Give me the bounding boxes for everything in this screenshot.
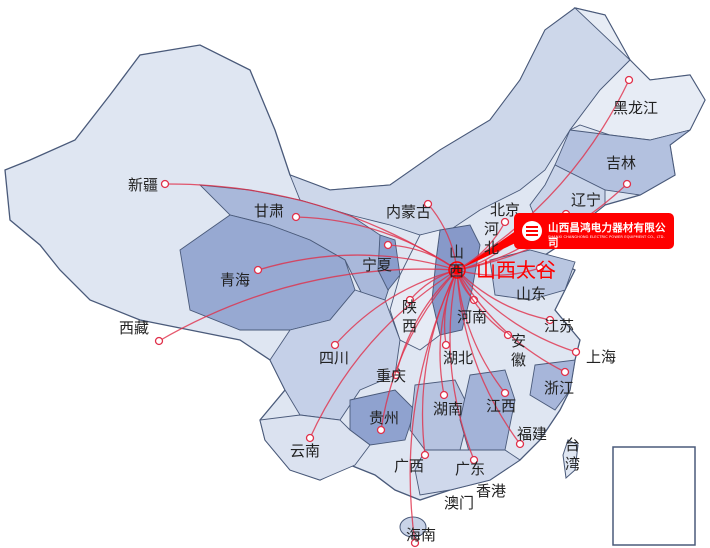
province-label: 浙江 <box>544 379 575 397</box>
route-arc <box>409 269 458 544</box>
taiwan-island <box>562 439 579 480</box>
route-arc <box>456 79 630 271</box>
company-logo-icon <box>522 221 542 241</box>
province-label: 台湾 <box>565 436 581 473</box>
company-name-cn: 山西昌鸿电力器材有限公司 <box>548 222 666 249</box>
origin-marker <box>452 265 462 275</box>
province-label: 重庆 <box>376 367 407 385</box>
route-arc <box>449 269 475 461</box>
destination-marker <box>535 263 545 273</box>
destination-marker <box>515 439 525 449</box>
province-label: 海南 <box>406 526 437 544</box>
route-arc <box>380 269 458 431</box>
destination-marker <box>423 199 433 209</box>
province-label: 西藏 <box>119 319 150 337</box>
province-label: 福建 <box>517 425 548 443</box>
south-china-sea-inset <box>612 446 696 546</box>
province-label: 河南 <box>457 308 488 326</box>
province-label: 江西 <box>486 397 517 415</box>
destination-marker <box>545 315 555 325</box>
company-name-en: SHANXI CHANGHONG ELECTRIC POWER EQUIPMEN… <box>548 235 665 239</box>
route-arc <box>456 269 521 445</box>
province-label: 北京 <box>490 201 521 219</box>
route-arc <box>387 244 458 271</box>
destination-marker <box>441 340 451 350</box>
province-label: 宁夏 <box>362 256 393 274</box>
province-label: 新疆 <box>128 176 159 194</box>
destination-marker <box>500 388 510 398</box>
company-badge[interactable]: 山西昌鸿电力器材有限公司 SHANXI CHANGHONG ELECTRIC P… <box>514 213 674 249</box>
destination-marker <box>571 347 581 357</box>
province-label: 辽宁 <box>571 191 602 209</box>
destination-marker <box>560 367 570 377</box>
province-label: 广东 <box>455 460 486 478</box>
province-label: 广西 <box>394 457 425 475</box>
route-arc <box>456 269 551 321</box>
destination-marker <box>160 179 170 189</box>
destination-marker <box>330 340 340 350</box>
route-arc <box>456 269 566 373</box>
province-label: 香港 <box>476 482 507 500</box>
region-ningxia <box>377 234 401 291</box>
destination-marker <box>376 425 386 435</box>
province-label: 上海 <box>586 348 617 366</box>
region-yunnan <box>259 414 371 481</box>
region-shandong <box>489 249 576 301</box>
province-label: 吉林 <box>606 154 637 172</box>
route-arc <box>456 269 577 353</box>
destination-marker <box>405 295 415 305</box>
route-arc <box>158 268 458 342</box>
region-guangdong <box>414 449 521 496</box>
route-arc <box>427 203 458 271</box>
destination-marker <box>253 265 263 275</box>
province-label: 黑龙江 <box>613 99 659 117</box>
province-shapes <box>179 7 706 496</box>
destination-marker <box>420 450 430 460</box>
province-label: 湖南 <box>433 400 464 418</box>
province-label: 江苏 <box>544 317 575 335</box>
province-label: 陕西 <box>402 298 418 335</box>
destination-marker <box>154 336 164 346</box>
destination-marker <box>383 240 393 250</box>
destination-marker <box>410 538 420 548</box>
route-arc <box>309 269 458 439</box>
province-label: 四川 <box>319 349 350 367</box>
province-label: 湖北 <box>443 349 474 367</box>
origin-ring <box>448 261 466 279</box>
province-label: 贵州 <box>369 409 400 427</box>
destination-marker <box>503 330 513 340</box>
province-label: 内蒙古 <box>386 203 432 221</box>
destination-marker <box>624 75 634 85</box>
badge-pointer <box>462 228 522 268</box>
route-arc <box>257 254 458 271</box>
route-arc <box>439 269 458 396</box>
destination-marker <box>500 217 510 227</box>
origin-label: 山西太谷 <box>476 258 556 282</box>
route-arcs <box>154 75 634 548</box>
province-label: 云南 <box>290 442 321 460</box>
destination-marker <box>622 179 632 189</box>
region-shaanxi <box>389 229 441 351</box>
province-label: 安徽 <box>511 332 527 369</box>
destination-marker <box>439 390 449 400</box>
province-label: 山西 <box>449 243 465 280</box>
province-label: 山东 <box>516 285 547 303</box>
province-label: 澳门 <box>444 494 475 512</box>
province-label: 甘肃 <box>254 202 285 220</box>
destination-marker <box>469 455 479 465</box>
destination-marker <box>305 433 315 443</box>
destination-marker <box>291 212 301 222</box>
region-sichuan <box>269 289 401 421</box>
route-arc <box>334 269 458 346</box>
province-label: 河北 <box>484 220 500 257</box>
province-label: 青海 <box>220 271 251 289</box>
